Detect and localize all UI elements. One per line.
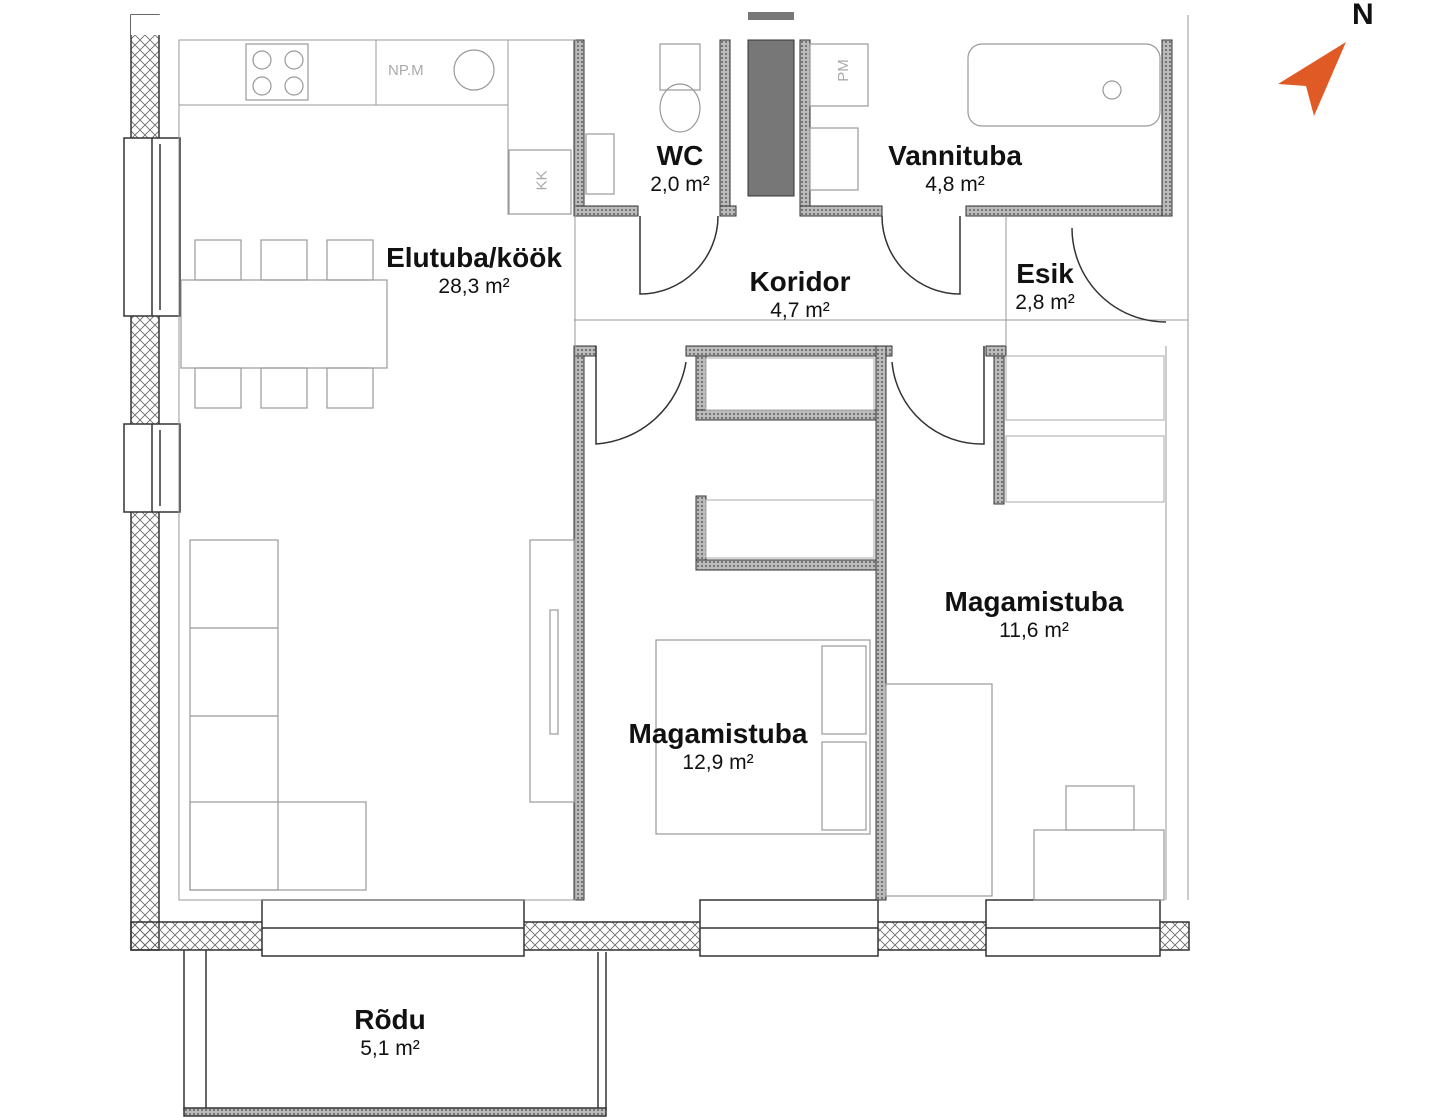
washer-label: NP.M — [388, 62, 424, 79]
room-name: Vannituba — [888, 140, 1022, 171]
room-corridor: Koridor 4,7 m² — [749, 266, 850, 324]
room-area: 12,9 m² — [682, 751, 754, 774]
dishwasher-label: PM — [834, 59, 852, 82]
room-living: Elutuba/köök 28,3 m² — [386, 242, 562, 300]
room-area: 4,7 m² — [770, 299, 830, 322]
dining-set — [180, 239, 388, 409]
wc-fixtures — [585, 43, 701, 195]
room-name: Esik — [1016, 258, 1074, 289]
room-area: 11,6 m² — [999, 619, 1069, 642]
tv-unit — [529, 539, 575, 803]
room-bedroom-1: Magamistuba 12,9 m² — [629, 718, 808, 776]
room-wc: WC 2,0 m² — [650, 140, 710, 198]
south-windows — [261, 899, 1161, 957]
room-name: WC — [656, 140, 704, 171]
fridge-label: KK — [533, 170, 551, 191]
room-area: 5,1 m² — [360, 1037, 420, 1060]
wardrobes — [705, 355, 1165, 559]
room-name: Magamistuba — [944, 586, 1124, 617]
compass-north-label: N — [1352, 0, 1374, 31]
room-bedroom-2: Magamistuba 11,6 m² — [945, 586, 1124, 644]
single-bed-and-desk — [885, 683, 1165, 901]
room-area: 2,0 m² — [650, 173, 710, 196]
room-name: Rõdu — [354, 1004, 426, 1035]
room-balcony: Rõdu 5,1 m² — [354, 1004, 426, 1062]
room-name: Magamistuba — [628, 718, 808, 749]
room-area: 4,8 m² — [925, 173, 985, 196]
room-hall: Esik 2,8 m² — [1015, 258, 1075, 316]
interior-walls — [573, 39, 1173, 901]
bath-fixtures — [809, 43, 1161, 191]
shaft — [747, 39, 795, 197]
compass-arrow-icon — [1278, 42, 1346, 116]
room-bath: Vannituba 4,8 m² — [888, 140, 1022, 198]
room-outlines — [178, 15, 1189, 901]
balcony — [183, 950, 607, 1117]
kitchen-counter — [245, 43, 572, 215]
doors — [595, 215, 1167, 445]
room-name: Elutuba/köök — [386, 242, 562, 273]
sofa — [189, 539, 367, 891]
room-area: 28,3 m² — [438, 275, 510, 298]
west-windows — [123, 137, 181, 513]
double-bed — [655, 639, 871, 835]
room-area: 2,8 m² — [1015, 291, 1075, 314]
room-name: Koridor — [749, 266, 851, 297]
shaft-top — [748, 12, 794, 20]
